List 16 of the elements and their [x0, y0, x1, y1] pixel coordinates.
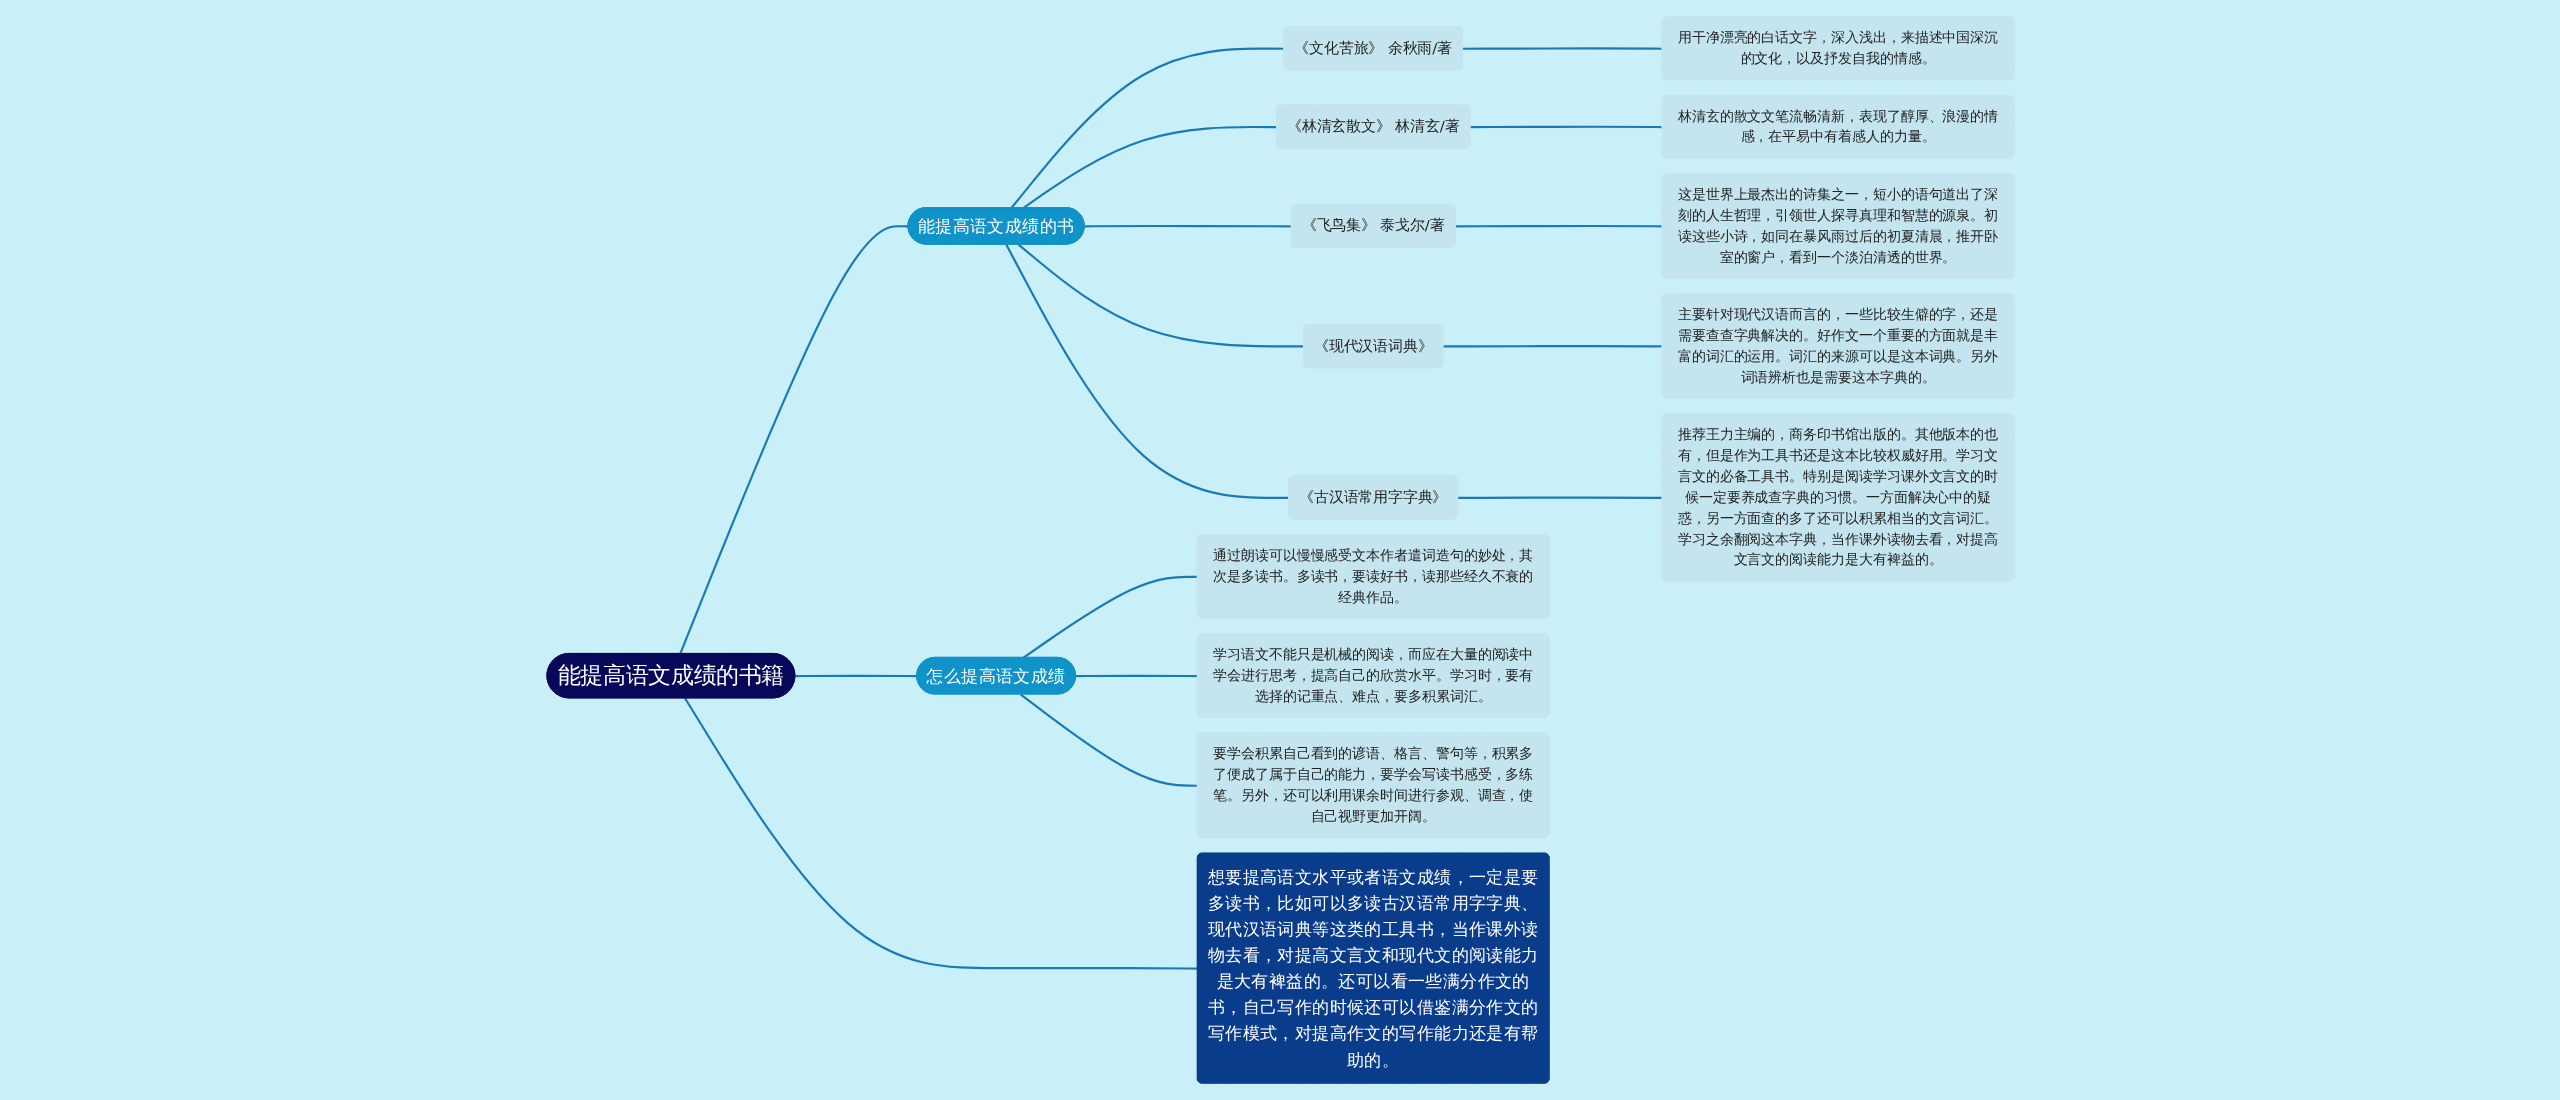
- connector: [1004, 244, 1289, 499]
- connector: [1084, 224, 1292, 228]
- connector: [1019, 693, 1198, 787]
- connector: [1017, 243, 1304, 348]
- connector: [794, 674, 917, 678]
- connector: [1010, 47, 1284, 209]
- connector: [1022, 125, 1277, 209]
- connector: [683, 697, 1198, 970]
- connector: [1075, 674, 1198, 678]
- connector: [1457, 496, 1663, 499]
- connector: [1455, 224, 1663, 228]
- connector: [1469, 125, 1663, 129]
- connector: [1462, 47, 1663, 50]
- connector: [1442, 345, 1663, 348]
- connector: [1022, 575, 1198, 659]
- connector: [678, 225, 908, 655]
